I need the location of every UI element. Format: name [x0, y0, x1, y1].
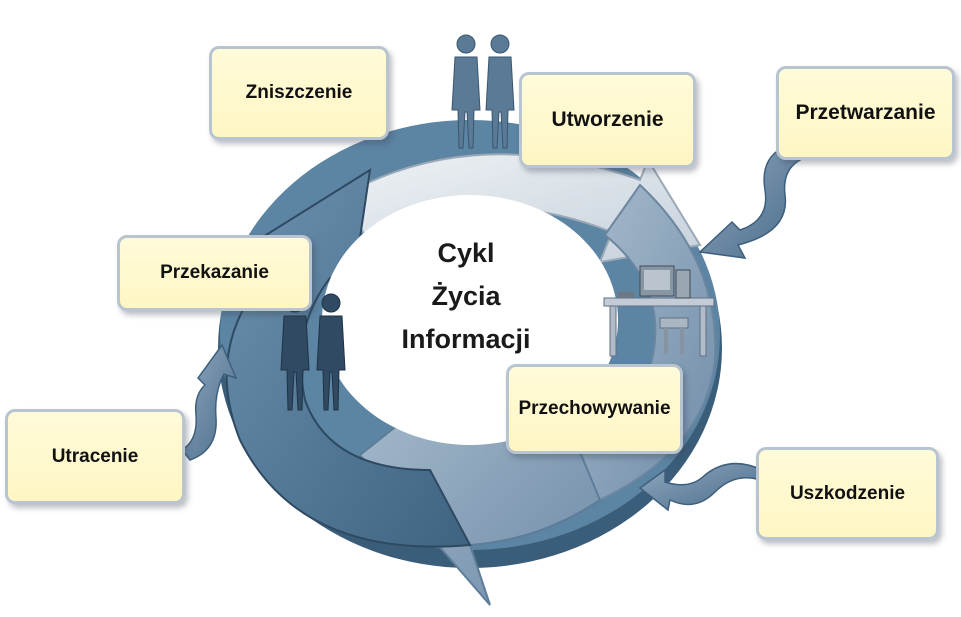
- computer-workstation-icon: [603, 265, 715, 357]
- curl-arrow-przetwarzanie: [698, 147, 802, 259]
- stage-box-utworzenie: Utworzenie: [519, 72, 696, 168]
- title-line-1: Cykl: [437, 238, 495, 268]
- title-line-3: Informacji: [401, 324, 531, 354]
- stage-box-utracenie: Utracenie: [5, 409, 185, 504]
- stage-box-zniszczenie: Zniszczenie: [209, 46, 389, 140]
- title-line-2: Życia: [431, 281, 501, 311]
- curl-arrow-uszkodzenie: [638, 462, 763, 512]
- stage-label-przekazanie: Przekazanie: [160, 262, 269, 283]
- stage-box-przekazanie: Przekazanie: [117, 235, 312, 311]
- stage-box-uszkodzenie: Uszkodzenie: [756, 447, 939, 540]
- people-icon: [451, 34, 515, 149]
- stage-label-utracenie: Utracenie: [51, 445, 139, 467]
- stage-box-przechowywanie: Przechowywanie: [506, 364, 683, 454]
- curl-arrow-utracenie: [180, 343, 238, 461]
- stage-label-przechowywanie: Przechowywanie: [518, 398, 671, 419]
- stage-label-utworzenie: Utworzenie: [551, 108, 664, 131]
- stage-label-uszkodzenie: Uszkodzenie: [789, 482, 906, 504]
- stage-box-przetwarzanie: Przetwarzanie: [776, 66, 955, 160]
- stage-label-przetwarzanie: Przetwarzanie: [795, 101, 936, 124]
- diagram-title: Cykl Życia Informacji: [376, 232, 556, 361]
- stage-label-zniszczenie: Zniszczenie: [245, 82, 353, 103]
